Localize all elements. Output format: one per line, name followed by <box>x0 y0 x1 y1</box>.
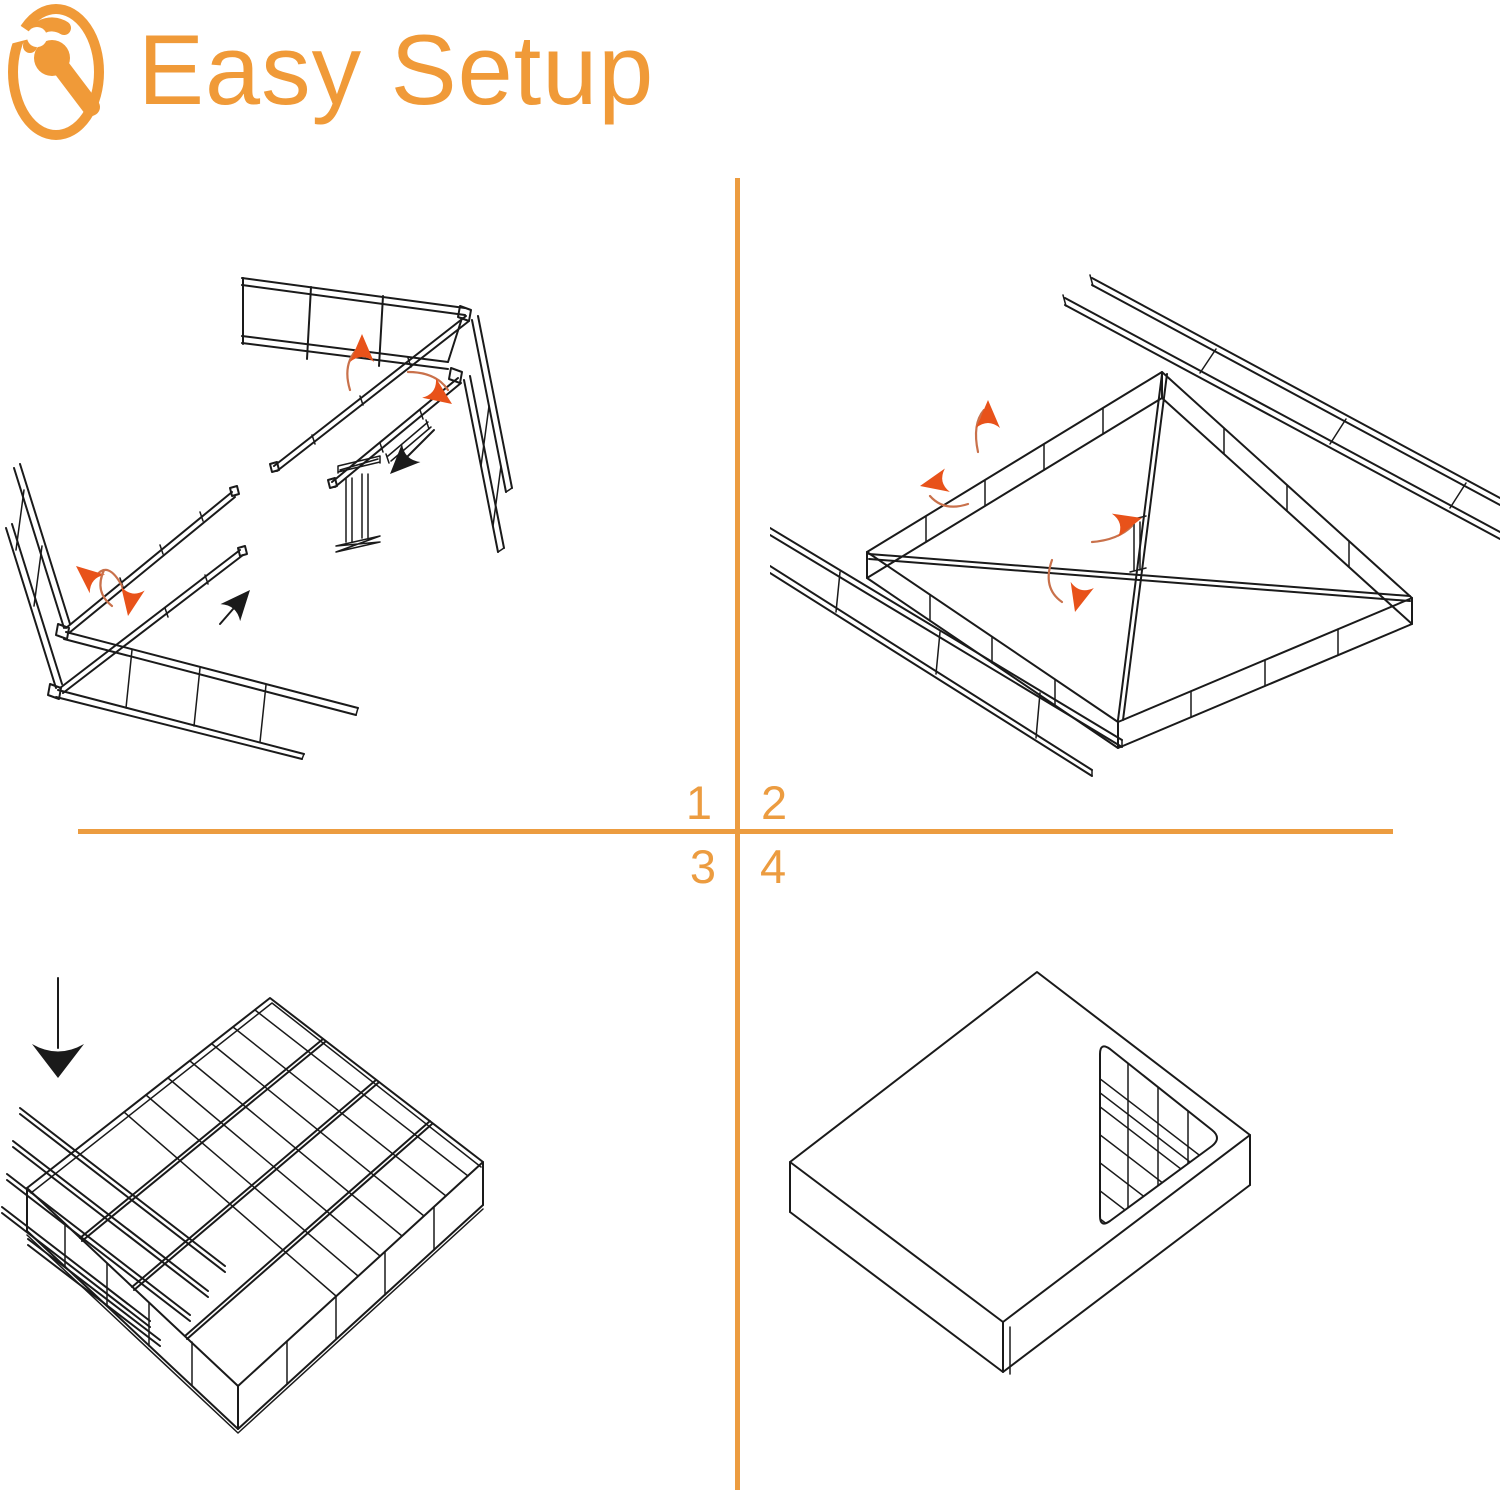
step-3-illustration-insert-slats <box>1 977 484 1434</box>
step-1-illustration-unfold-halves <box>5 277 513 760</box>
step-number-3: 3 <box>689 840 716 893</box>
orange-fold-arrows <box>920 400 1142 612</box>
black-direction-arrows <box>219 429 435 625</box>
quadrant-divider-vertical <box>735 178 740 1490</box>
step-number-4: 4 <box>760 840 787 893</box>
diamond-frame-body <box>866 371 1413 749</box>
step-number-2: 2 <box>761 776 788 829</box>
wing-ladder-top-right <box>1062 274 1500 540</box>
covered-box-spring <box>789 971 1251 1375</box>
loose-slats <box>1 1107 226 1347</box>
page-title: Easy Setup <box>138 14 655 125</box>
step-4-illustration-finished-box-spring <box>789 971 1251 1375</box>
center-connector-bracket <box>335 455 381 553</box>
wrench-circle-icon <box>8 4 104 140</box>
step-number-1: 1 <box>685 776 712 829</box>
icon-ring <box>8 4 104 140</box>
frame-half-upper-right <box>241 277 513 553</box>
orange-fold-arrows <box>76 334 452 616</box>
assembled-frame-base <box>26 997 484 1434</box>
wing-ladder-bottom-left <box>770 527 1123 777</box>
wrench-glyph <box>10 17 100 116</box>
step-2-illustration-unfold-wings <box>770 274 1500 777</box>
black-down-arrow <box>32 977 84 1078</box>
frame-half-lower-left <box>5 463 359 760</box>
